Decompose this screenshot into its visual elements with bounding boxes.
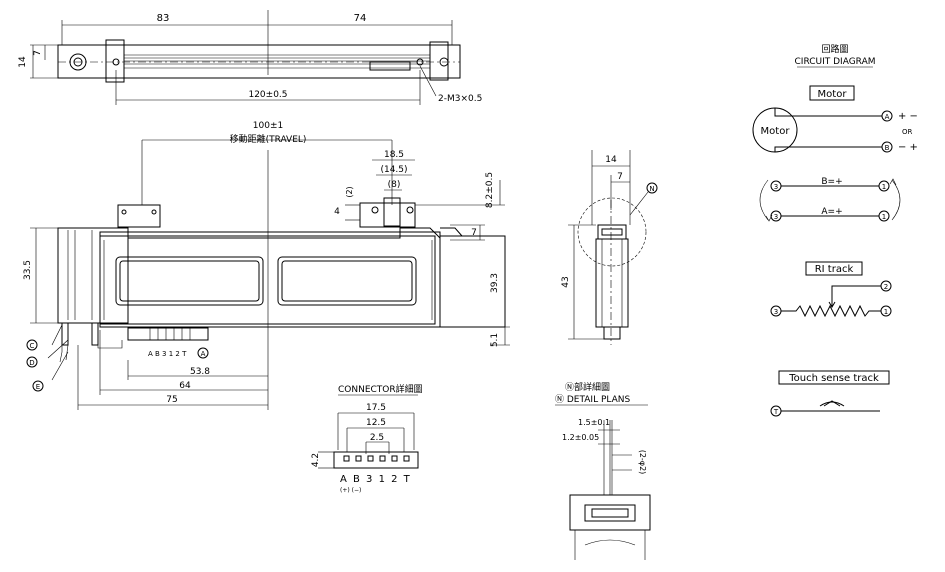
dim-2-paren: (2): [345, 186, 354, 197]
conn-pins: A B 3 1 2 T: [340, 474, 411, 485]
callout-d: D: [29, 359, 34, 367]
screw-note: 2-M3×0.5: [438, 94, 482, 104]
dim-8-paren: (8): [388, 180, 401, 190]
n-dim-1-2: 1.2±0.05: [562, 433, 599, 442]
side-dim-43: 43: [561, 276, 571, 287]
callout-c: C: [30, 342, 35, 350]
dim-33-5: 33.5: [23, 260, 33, 280]
dim-39-3: 39.3: [490, 273, 500, 293]
n-dim-2-phi2: (2-φ2): [638, 450, 647, 475]
dim-75: 75: [166, 395, 177, 405]
callout-e: E: [36, 383, 40, 391]
circuit-title-en: CIRCUIT DIAGRAM: [795, 57, 876, 67]
conn-polarity: (+) (−): [340, 487, 361, 494]
dim-5-1: 5.1: [490, 333, 500, 347]
conn-dim-17-5: 17.5: [366, 403, 386, 413]
callout-a-front: A: [201, 350, 206, 358]
circuit-title-jp: 回路圖: [821, 43, 848, 55]
b-eq: B=+: [821, 177, 842, 187]
side-callout-n: N: [649, 185, 654, 193]
conn-dim-12-5: 12.5: [366, 418, 386, 428]
dim-53-8: 53.8: [190, 367, 210, 377]
dim-14-top: 14: [18, 56, 28, 68]
n-detail: Ⓝ部詳細圖 Ⓝ DETAIL PLANS 1.5±0.1 1.2±0.05 (2…: [555, 381, 651, 560]
dim-74: 74: [354, 13, 367, 24]
node-b-label: B: [885, 144, 890, 152]
dim-4: 4: [334, 207, 340, 217]
touch-track-title: Touch sense track: [788, 373, 879, 384]
node-a-label: A: [885, 113, 890, 121]
dim-120: 120±0.5: [248, 90, 287, 100]
side-dim-7: 7: [617, 172, 623, 182]
side-dim-14: 14: [605, 155, 617, 165]
node-2: 2: [884, 283, 888, 291]
top-view: 83 74 14 7 120±0.5 2-M3×0.5: [18, 10, 482, 105]
pol-a: + −: [898, 111, 918, 122]
node-3-b: 3: [774, 213, 778, 221]
node-t: T: [773, 408, 779, 416]
motor-label: Motor: [761, 126, 791, 137]
travel-label: 移動距離(TRAVEL): [230, 133, 307, 145]
pin-labels-front: A B 3 1 2 T: [148, 350, 187, 358]
connector-detail: CONNECTOR詳細圖 17.5 12.5 2.5 4.2 A B 3 1 2…: [311, 383, 423, 494]
dim-7-top: 7: [33, 50, 43, 56]
conn-dim-2-5: 2.5: [370, 433, 384, 443]
a-eq: A=+: [821, 207, 842, 217]
front-view: 100±1 移動距離(TRAVEL) 18.5 (14.5) (8) (2) 4…: [23, 121, 510, 410]
dim-18-5: 18.5: [384, 150, 404, 160]
node-3-a: 3: [774, 183, 778, 191]
ri-track-title: RI track: [815, 264, 854, 275]
motor-box-label: Motor: [818, 89, 848, 100]
n-detail-title-en: Ⓝ DETAIL PLANS: [555, 394, 630, 405]
dim-14-5: (14.5): [380, 165, 407, 175]
travel-value: 100±1: [253, 121, 283, 131]
n-dim-1-5: 1.5±0.1: [578, 418, 610, 427]
circuit-diagram: 回路圖 CIRCUIT DIAGRAM Motor Motor A B + − …: [752, 43, 918, 417]
dim-64: 64: [179, 381, 191, 391]
pol-b: − +: [898, 142, 918, 153]
node-1-a: 1: [882, 183, 886, 191]
conn-dim-4-2: 4.2: [311, 453, 321, 467]
dim-8-2: 8.2±0.5: [485, 172, 495, 208]
connector-title: CONNECTOR詳細圖: [338, 383, 423, 395]
node-1-ri: 1: [884, 308, 888, 316]
n-detail-title-jp: Ⓝ部詳細圖: [565, 381, 610, 393]
dim-7-front: 7: [471, 228, 477, 238]
side-view: 14 7 N 43: [561, 150, 658, 345]
or-label: OR: [902, 128, 913, 136]
dim-83: 83: [157, 13, 170, 24]
node-3-ri: 3: [774, 308, 778, 316]
node-1-b: 1: [882, 213, 886, 221]
